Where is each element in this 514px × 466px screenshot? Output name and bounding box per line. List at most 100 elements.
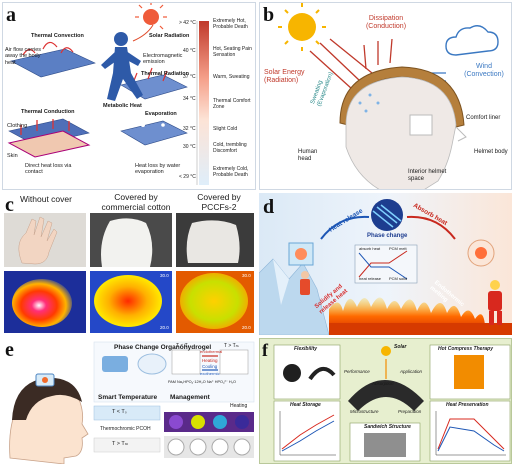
label-interior-space: Interior helmet space: [408, 169, 447, 182]
fabric-center: [348, 346, 424, 411]
panel-d-illustration: [259, 193, 512, 335]
scale-temp: 40 °C: [183, 48, 196, 54]
heat-storage-chart: [279, 411, 336, 456]
label-absorption: Absorption: [372, 381, 394, 386]
photo-hand: [4, 213, 86, 267]
label-hot-compress: Hot Compress Therapy: [438, 346, 494, 352]
label-performance: Performance: [344, 369, 370, 374]
conduction-tile: [7, 118, 91, 158]
human-head-illustration: [9, 373, 89, 464]
column-title: Covered by commercial cotton: [101, 193, 171, 212]
runner-silhouette: [101, 32, 143, 101]
label-solar-energy: Solar Energy (Radiation): [264, 69, 305, 85]
ice-floe: [259, 258, 330, 335]
thermochromic-strip-cold: [93, 405, 161, 421]
panel-label: e: [5, 339, 14, 361]
panel-label: c: [5, 194, 14, 216]
chart-label: PCM solid: [389, 276, 408, 281]
label-solar: Solar: [394, 344, 407, 350]
panel-label: a: [6, 4, 16, 26]
sem-image: [364, 433, 406, 457]
panel-b-illustration: [278, 3, 499, 189]
label-sandwich: Sandwich Structure: [364, 424, 411, 430]
scale-desc: Extremely Cold, Probable Death: [213, 166, 249, 178]
label-human-head: Human head: [298, 149, 318, 162]
panel-c: c Without cover Covered by commercial co…: [2, 193, 256, 335]
label-direct-heat-loss: Direct heat loss via contact: [25, 163, 72, 176]
ir-image-cotton: [90, 271, 172, 333]
label-microstructure: Microstructure: [350, 409, 379, 414]
temperature-scale-bar: [199, 21, 209, 185]
label-evaporation: Evaporation: [145, 111, 177, 117]
panel-b: b Solar Energy (Radiation) Dissipation (…: [259, 2, 512, 190]
label-flexibility: Flexibility: [294, 346, 318, 352]
panel-e: e Phase Change Organohydrogel T < Tₛ T >…: [2, 338, 256, 464]
label-electromagnetic: Electromagnetic emission: [143, 53, 183, 66]
label-lt2: T < Tₛ: [112, 409, 127, 415]
label-thermal-conduction: Thermal Conduction: [21, 109, 75, 115]
phase-change-chart: [354, 244, 418, 284]
label-smart: Smart Temperature: [98, 394, 158, 401]
label-thermal-convection: Thermal Convection: [31, 33, 84, 39]
label-wind: Wind (Convection): [464, 63, 504, 79]
scale-desc: Hot, Seating Pain Sensation: [213, 46, 252, 58]
panel-a-illustration: [7, 3, 209, 185]
panel-label: b: [263, 4, 275, 26]
firefighter-silhouette: [488, 280, 502, 325]
convection-tile: [10, 41, 96, 78]
label-legend: PAM Na₂HPO₄·12H₂O Na⁺ HPO₄²⁻ H₂O: [168, 380, 237, 384]
column-title: Covered by PCCFs-2: [197, 193, 241, 212]
label-solar-radiation: Solar Radiation: [149, 33, 190, 39]
panel-a: a Thermal Convection Solar Radiation Air…: [2, 2, 256, 190]
solar-arrows: [309, 38, 373, 90]
fire-flames: [329, 297, 512, 335]
panel-e-illustration: [9, 341, 255, 464]
panel-d: d Heat release Absorb heat Phase change …: [259, 193, 512, 335]
thermal-image-grid: [164, 412, 254, 458]
label-heating2: Heating: [230, 403, 248, 409]
chart-label: heat release: [359, 276, 382, 281]
label-management: Management: [170, 394, 210, 401]
label-cooling: Cooling: [202, 364, 218, 369]
flexibility-photo: [308, 367, 336, 381]
label-application: Application: [400, 369, 423, 374]
ir-scale-bottom: 20.0: [160, 325, 169, 330]
arrow-heat-release: [320, 215, 370, 240]
label-dissipation: Dissipation (Conduction): [365, 15, 407, 31]
flexibility-photo: [283, 364, 301, 382]
label-heating: Heating: [202, 358, 218, 363]
scale-temp: < 29 °C: [179, 174, 196, 180]
pcm-cube-molten: [467, 239, 495, 267]
ir-scale-top: 30.0: [160, 273, 169, 278]
scale-temp: > 42 °C: [179, 20, 196, 26]
panel-c-photos: [4, 213, 254, 333]
climber-silhouette: [300, 271, 310, 295]
label-endothermal: endothermal: [200, 349, 223, 354]
chart-label: PCM melt: [389, 246, 407, 251]
thermochromic-strip-hot: [93, 437, 161, 453]
scale-desc: Slight Cold: [213, 126, 238, 132]
label-gt2: T > Tₘ: [112, 441, 129, 447]
panel-f-illustration: [273, 344, 511, 462]
label-thermochromic: Thermochromic PCOH: [100, 426, 151, 432]
label-thermal-radiation: Thermal Radiation: [141, 71, 189, 77]
ir-image-hand: [4, 271, 86, 333]
panel-label: f: [262, 340, 268, 360]
label-heat-storage: Heat Storage: [290, 402, 321, 408]
evaporation-tile: [120, 117, 188, 146]
pcm-cube-solid: [288, 242, 314, 266]
panel-f: f Flexibility Solar Hot Compress Therapy…: [259, 338, 512, 464]
label-comfort-liner: Comfort liner: [466, 115, 501, 121]
hot-compress-photo: [454, 355, 484, 389]
label-heat-preservation: Heat Preservation: [446, 402, 489, 408]
label-metabolic-heat: Metabolic Heat: [103, 103, 142, 109]
scale-temp: 30 °C: [183, 144, 196, 150]
scale-temp: 32 °C: [183, 126, 196, 132]
scale-desc: Cold, trembling Discomfort: [213, 142, 247, 154]
head-helmet-illustration: [339, 66, 467, 189]
scale-temp: 37 °C: [183, 74, 196, 80]
hydrogel-photo: [102, 356, 128, 372]
label-clothing: Clothing: [7, 123, 28, 129]
panel-label: d: [263, 196, 275, 218]
label-gt: T > Tₘ: [224, 343, 239, 349]
